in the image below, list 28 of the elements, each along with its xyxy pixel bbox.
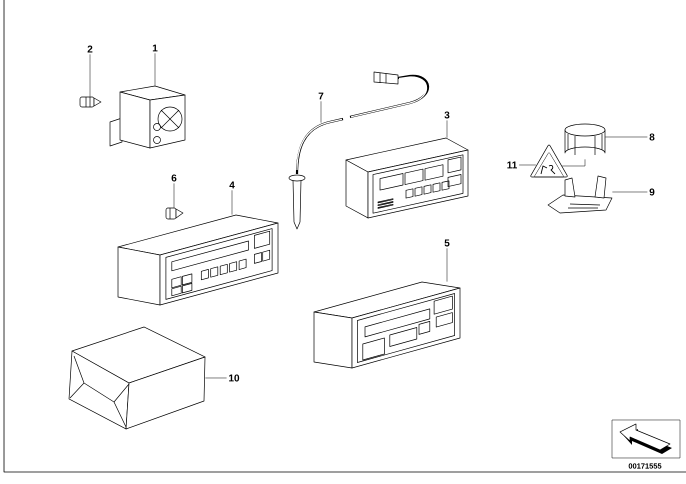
sensor-cable-drawing [288, 72, 430, 230]
leader-line [320, 101, 322, 123]
callout-number: 2 [88, 46, 92, 52]
control-panel-drawing [346, 138, 468, 218]
callout-number: 9 [650, 188, 654, 196]
leader-line [446, 248, 448, 282]
control-panel-drawing [118, 214, 278, 306]
callout-number: 10 [229, 374, 240, 382]
callout-number: 5 [444, 240, 450, 246]
switch-drawing [110, 86, 186, 148]
leader-line [154, 53, 156, 86]
leader-line [562, 159, 586, 166]
leader-line [446, 120, 448, 138]
control-panel-drawing [314, 282, 460, 368]
cap-drawing [564, 124, 606, 156]
box-drawing [68, 326, 206, 430]
bulb-drawing [80, 96, 102, 108]
callout-number: 11 [507, 162, 517, 168]
clip-drawing [166, 208, 184, 220]
bracket-drawing [548, 176, 612, 214]
warning-sticker [530, 144, 568, 178]
callout-number: 8 [650, 133, 654, 141]
callout-number: 6 [172, 174, 176, 182]
callout-number: 3 [444, 111, 450, 119]
leader-line [518, 164, 536, 166]
callout-number: 1 [152, 44, 158, 52]
leader-line [605, 136, 648, 138]
callout-number: 4 [229, 182, 235, 188]
